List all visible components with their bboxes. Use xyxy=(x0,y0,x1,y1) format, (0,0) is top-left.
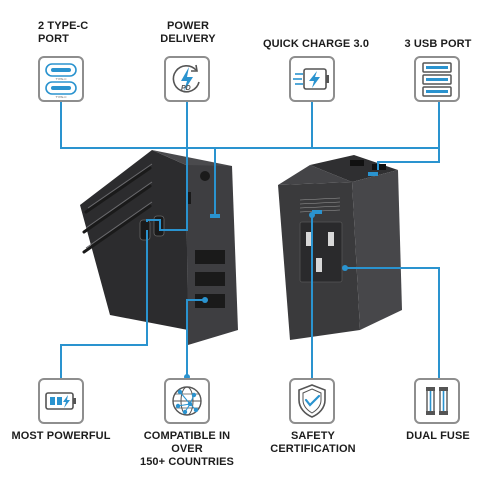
safety-icon-box xyxy=(289,378,335,424)
type-c-mini-text-1: TYPE-C xyxy=(55,77,67,81)
power-delivery-label: POWER DELIVERY xyxy=(148,20,228,46)
compatible-label-line1: COMPATIBLE IN OVER xyxy=(143,430,231,455)
safety-label: SAFETY CERTIFICATION xyxy=(270,430,356,455)
right-adapter xyxy=(278,148,440,340)
compatible-label-line2: 150+ COUNTRIES xyxy=(139,456,234,468)
most-powerful-label: MOST POWERFUL xyxy=(11,430,111,442)
type-c-icon-box: TYPE-C TYPE-C xyxy=(38,56,84,102)
dual-fuse-label: DUAL FUSE xyxy=(406,430,470,442)
type-c-label-line2: PORT xyxy=(38,33,69,45)
usb-ports-icon xyxy=(422,62,452,97)
left-adapter xyxy=(80,148,238,345)
most-powerful-icon-box xyxy=(38,378,84,424)
globe-network-icon xyxy=(172,386,202,416)
usb-port-label: 3 USB PORT xyxy=(404,38,472,50)
usb-ports-icon-box xyxy=(414,56,460,102)
bottom-connector-lines xyxy=(60,215,440,378)
power-delivery-label-line1: POWER xyxy=(166,20,210,32)
power-delivery-icon: PD xyxy=(172,64,200,93)
quick-charge-icon xyxy=(293,68,329,90)
shield-check-icon xyxy=(298,384,326,418)
fuse-icon xyxy=(426,387,448,415)
type-c-mini-text-2: TYPE-C xyxy=(55,95,67,99)
battery-icon xyxy=(45,392,76,410)
power-delivery-label-line2: DELIVERY xyxy=(160,33,216,45)
type-c-ports-icon: TYPE-C TYPE-C xyxy=(45,63,77,99)
type-c-label-line1: 2 TYPE-C xyxy=(38,20,89,32)
compatible-icon-box xyxy=(164,378,210,424)
quick-charge-label: QUICK CHARGE 3.0 xyxy=(262,38,370,50)
compatible-label: COMPATIBLE IN OVER 150+ COUNTRIES xyxy=(127,430,247,469)
type-c-port-label: 2 TYPE-C PORT xyxy=(38,20,98,46)
power-delivery-icon-box: PD xyxy=(164,56,210,102)
pd-text: PD xyxy=(181,85,191,92)
top-connector-lines xyxy=(60,102,440,149)
quick-charge-icon-box xyxy=(289,56,335,102)
dual-fuse-icon-box xyxy=(414,378,460,424)
